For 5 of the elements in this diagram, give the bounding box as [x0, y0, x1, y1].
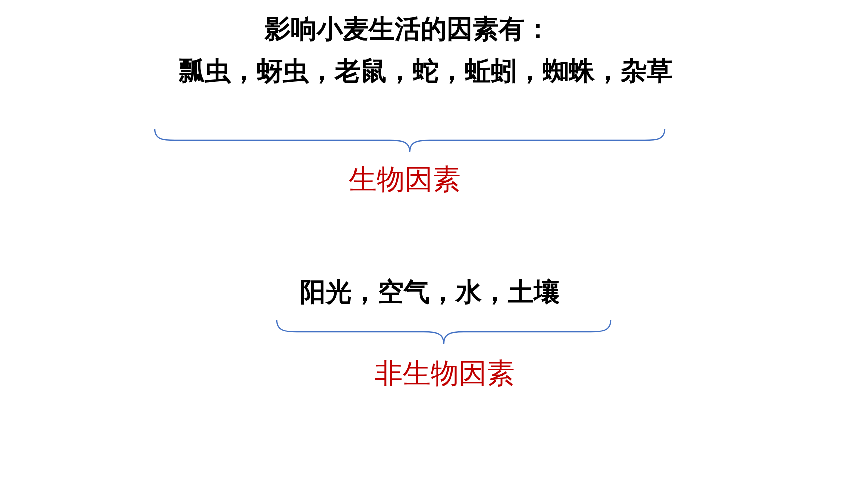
category-label: 非生物因素: [375, 357, 515, 391]
category-label: 生物因素: [349, 163, 461, 197]
example-list: 阳光，空气，水，土壤: [300, 278, 560, 310]
title: 影响小麦生活的因素有：: [265, 15, 551, 46]
example-list: 瓢虫，蚜虫，老鼠，蛇，蚯蚓，蜘蛛，杂草: [179, 57, 673, 88]
